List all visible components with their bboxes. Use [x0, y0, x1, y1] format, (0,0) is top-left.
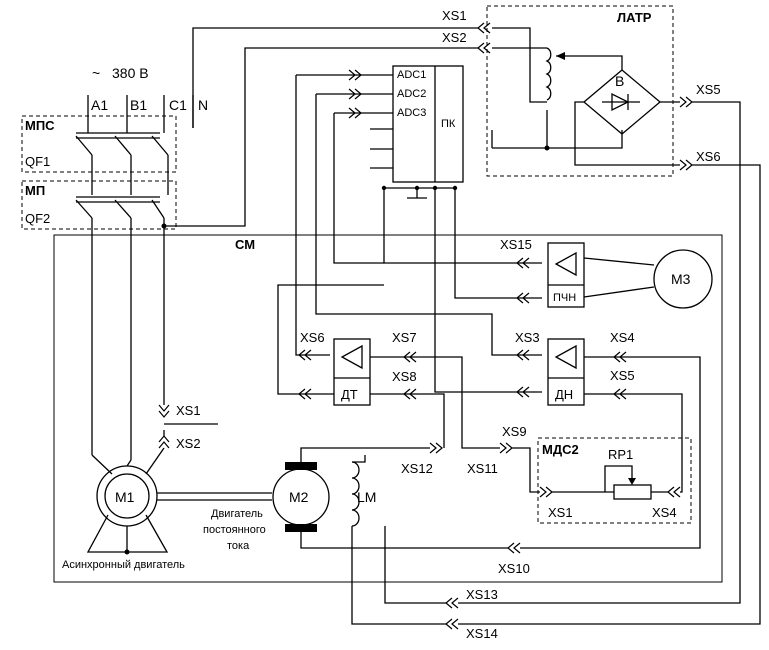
m2-motor: [272, 447, 508, 549]
xs5-right-label: XS5: [696, 82, 721, 97]
m3-label: M3: [671, 271, 691, 287]
xs14-label: XS14: [466, 626, 498, 641]
lm-winding: [351, 455, 446, 625]
dt-label: ДТ: [341, 387, 358, 402]
stand-frame: [53, 234, 723, 583]
m2-label: M2: [289, 489, 309, 505]
adc3-label: ADC3: [397, 107, 426, 119]
mps-id: QF1: [25, 154, 50, 169]
xs13-label: XS13: [466, 587, 498, 602]
phase-lines: [87, 95, 194, 133]
pc-label: ПК: [441, 118, 456, 130]
xs2-m1-label: XS2: [176, 436, 201, 451]
xs1-m1-label: XS1: [176, 403, 201, 418]
dt-sensor: [277, 284, 420, 406]
phase-n-label: N: [198, 97, 208, 113]
pchn-label: ПЧН: [553, 292, 576, 304]
stand-title: СМ: [235, 237, 255, 252]
dn-sensor: [547, 338, 636, 406]
phase-c1-label: C1: [169, 97, 187, 113]
rp1-label: RP1: [608, 447, 633, 462]
rectifier-label: B: [615, 73, 624, 89]
xs6-dt-label: XS6: [300, 330, 325, 345]
mp-id: QF2: [25, 211, 50, 226]
m2-caption-1: Двигатель: [211, 508, 263, 520]
phase-b1-label: B1: [130, 97, 147, 113]
phase-a1-label: A1: [91, 97, 108, 113]
dn-label: ДН: [555, 387, 573, 402]
pc-signal-wires: [295, 74, 542, 393]
mps-title: МПС: [25, 118, 55, 133]
latr-autotransformer: [491, 27, 623, 151]
xs3-label: XS3: [515, 330, 540, 345]
xs12-label: XS12: [401, 461, 433, 476]
adc1-label: ADC1: [397, 69, 426, 81]
m2-caption-2: постоянного: [203, 524, 266, 536]
pchn-amplifier: [547, 242, 655, 308]
m1-label: M1: [115, 489, 135, 505]
mps-enclosure: [21, 115, 177, 173]
xs1-top-label: XS1: [442, 8, 467, 23]
xs6-right-label: XS6: [696, 149, 721, 164]
supply-tilde: ~: [92, 65, 100, 81]
xs11-label: XS11: [467, 461, 498, 476]
xs2-top-label: XS2: [442, 30, 467, 45]
mds2-title: МДС2: [542, 442, 579, 457]
mp-title: МП: [25, 183, 45, 198]
xs4-label: XS4: [610, 330, 635, 345]
m1-motor: [86, 447, 272, 555]
lm-label: LM: [357, 489, 376, 505]
xs15-label: XS15: [500, 237, 532, 252]
m3-motor: [653, 249, 713, 309]
mp-enclosure: [21, 180, 177, 230]
qf2-breaker: [75, 27, 478, 460]
supply-voltage: 380 В: [112, 65, 149, 81]
xs9-label: XS9: [502, 424, 527, 439]
mds2-xs4-label: XS4: [652, 505, 677, 520]
pc-unit: [370, 65, 464, 199]
connector-marks: [158, 22, 693, 630]
latr-title: ЛАТР: [617, 10, 652, 25]
rectifier-bridge: [574, 69, 680, 166]
qf1-breaker: [75, 132, 169, 195]
latr-enclosure: [486, 5, 674, 177]
m1-caption: Асинхронный двигатель: [62, 559, 185, 571]
mds2-xs1-label: XS1: [548, 505, 573, 520]
xs7-label: XS7: [392, 330, 417, 345]
stand-wires: [420, 101, 761, 625]
adc2-label: ADC2: [397, 88, 426, 100]
xs5-dn-label: XS5: [610, 368, 635, 383]
rp1-resistor: [552, 465, 668, 500]
m2-caption-3: тока: [227, 540, 250, 552]
xs10-label: XS10: [498, 561, 530, 576]
xs8-label: XS8: [392, 369, 417, 384]
